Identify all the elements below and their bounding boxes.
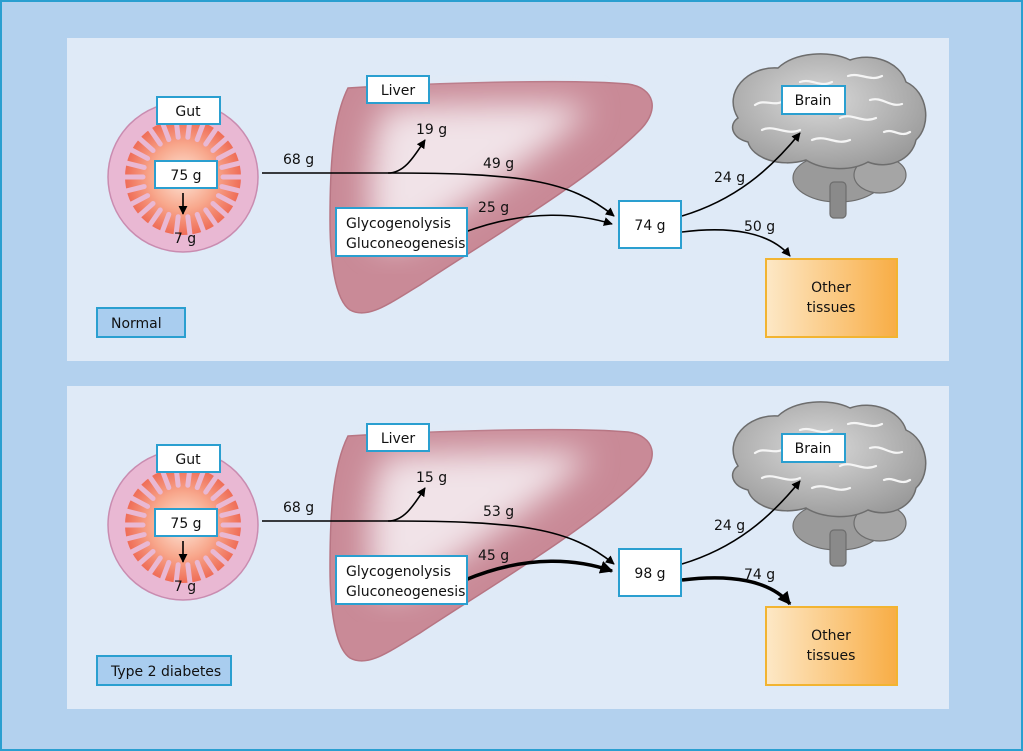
arrow-to-brain xyxy=(681,480,801,565)
gut-intake-value: 75 g xyxy=(170,168,201,184)
brain-label: Brain xyxy=(795,441,832,457)
condition-label-box xyxy=(96,655,232,686)
gut-intake-value: 75 g xyxy=(170,516,201,532)
gut-intake-box xyxy=(154,160,218,189)
brain-label: Brain xyxy=(795,93,832,109)
production-label-gluconeogenesis: Gluconeogenesis xyxy=(346,584,465,600)
circulation-box xyxy=(618,200,682,249)
other-tissues-label-line2: tissues xyxy=(807,300,856,316)
arrow-to-other-tissues xyxy=(681,229,791,257)
production-label-glycogenolysis: Glycogenolysis xyxy=(346,564,451,580)
liver-label-box xyxy=(366,75,430,104)
to-other-value: 50 g xyxy=(744,219,775,235)
gut-to-liver-value: 68 g xyxy=(283,500,314,516)
liver-uptake-value: 15 g xyxy=(416,470,447,486)
other-tissues-label-line2: tissues xyxy=(807,648,856,664)
arrow-liver-uptake xyxy=(387,139,426,174)
panel-normal: Gut 75 g 7 g Liver 19 g 68 g 49 g 25 g Glycogeno… xyxy=(67,38,949,361)
circulation-total-value: 98 g xyxy=(634,566,665,582)
liver-passthrough-value: 53 g xyxy=(483,504,514,520)
liver-label-box xyxy=(366,423,430,452)
gut-intake-box xyxy=(154,508,218,537)
circulation-total-value: 74 g xyxy=(634,218,665,234)
arrow-to-other-tissues xyxy=(681,576,792,606)
arrow-liver-uptake xyxy=(387,487,426,522)
liver-label: Liver xyxy=(381,431,416,447)
production-output-value: 45 g xyxy=(478,548,509,564)
arrow-to-brain xyxy=(681,132,801,217)
arrow-production-to-circulation xyxy=(464,214,613,233)
to-brain-value: 24 g xyxy=(714,170,745,186)
production-output-value: 25 g xyxy=(478,200,509,216)
production-label-gluconeogenesis: Gluconeogenesis xyxy=(346,236,465,252)
other-tissues-label-line1: Other xyxy=(811,280,851,296)
liver-label: Liver xyxy=(381,83,416,99)
other-tissues-label-line1: Other xyxy=(811,628,851,644)
gut-label-box xyxy=(156,444,221,473)
arrow-gut-to-circulation xyxy=(262,520,615,565)
gut-label: Gut xyxy=(175,452,201,468)
gut-retained-value: 7 g xyxy=(174,579,196,595)
gut-retained-value: 7 g xyxy=(174,231,196,247)
to-other-value: 74 g xyxy=(744,567,775,583)
production-box xyxy=(335,207,468,257)
liver-passthrough-value: 49 g xyxy=(483,156,514,172)
panel-type2: Gut 75 g 7 g Liver 15 g 68 g 53 g 45 g Glycogeno… xyxy=(67,386,949,709)
arrow-production-to-circulation xyxy=(464,559,614,582)
condition-label: Type 2 diabetes xyxy=(110,664,221,680)
arrow-gut-to-circulation xyxy=(262,172,615,217)
brain-label-box xyxy=(781,85,846,115)
gut-label-box xyxy=(156,96,221,125)
liver-uptake-value: 19 g xyxy=(416,122,447,138)
condition-label: Normal xyxy=(111,316,162,332)
condition-label-box xyxy=(96,307,186,338)
circulation-box xyxy=(618,548,682,597)
to-brain-value: 24 g xyxy=(714,518,745,534)
production-box xyxy=(335,555,468,605)
production-label-glycogenolysis: Glycogenolysis xyxy=(346,216,451,232)
gut-label: Gut xyxy=(175,104,201,120)
brain-label-box xyxy=(781,433,846,463)
gut-to-liver-value: 68 g xyxy=(283,152,314,168)
